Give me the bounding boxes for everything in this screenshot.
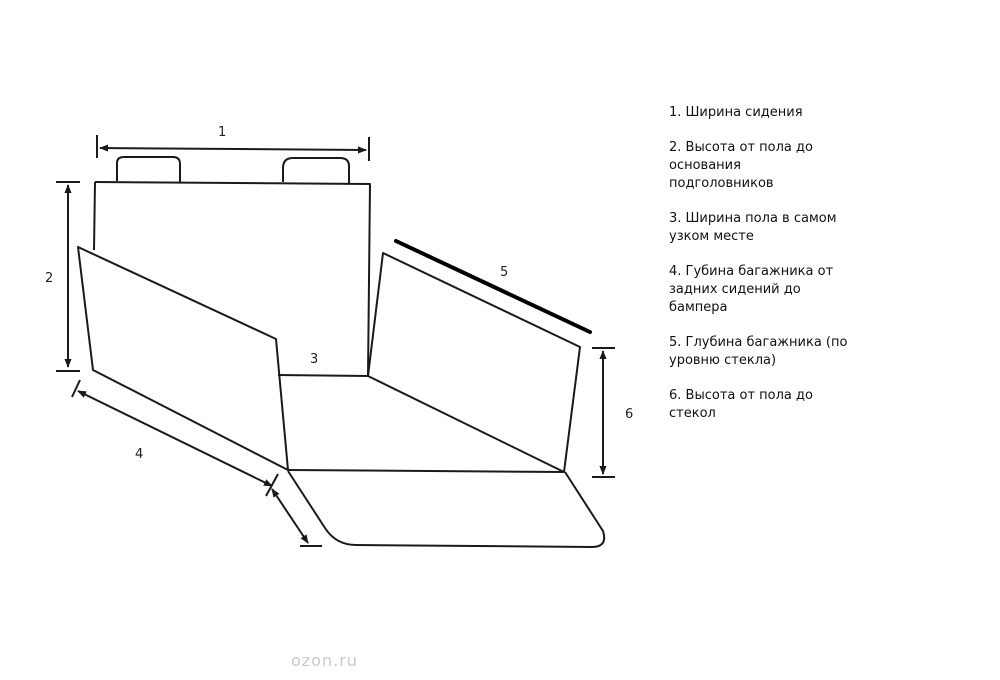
seat-back-left-edge xyxy=(93,181,96,251)
legend: 1. Ширина сидения 2. Высота от пола до о… xyxy=(669,104,849,440)
dimension-1-arrow xyxy=(99,144,367,154)
dimension-label-6: 6 xyxy=(625,407,633,422)
dimension-6 xyxy=(592,347,615,478)
legend-item-3: 3. Ширина пола в самом узком месте xyxy=(669,211,837,244)
floor-front-edge xyxy=(287,469,565,473)
dimension-label-4: 4 xyxy=(135,447,143,462)
legend-item-1: 1. Ширина сидения xyxy=(669,105,803,120)
watermark: ozon.ru xyxy=(291,651,358,670)
dimension-4-tick-end xyxy=(265,473,279,497)
dimension-5-line xyxy=(394,239,592,334)
headrest-right-strap xyxy=(282,157,350,184)
dimension-4-tick-start xyxy=(71,379,81,398)
legend-item-2: 2. Высота от пола до основания подголовн… xyxy=(669,140,813,191)
dimension-1 xyxy=(96,135,370,161)
seat-back-panel xyxy=(94,181,371,377)
dimension-4 xyxy=(71,379,322,547)
right-side-flap xyxy=(367,252,581,473)
dimension-label-2: 2 xyxy=(45,271,53,286)
bumper-flap xyxy=(287,470,606,548)
legend-item-4: 4. Губина багажника от задних сидений до… xyxy=(669,264,834,315)
legend-item-5: 5. Глубина багажника (по уровню стекла) xyxy=(669,335,848,368)
dimension-4-arrow xyxy=(77,390,273,487)
headrest-left-strap xyxy=(116,156,181,183)
floor-back-edge xyxy=(277,374,369,377)
cover-outline xyxy=(77,156,606,548)
dimension-2 xyxy=(56,181,80,372)
dimension-label-3: 3 xyxy=(310,352,318,367)
left-side-flap xyxy=(77,246,289,471)
dimension-label-1: 1 xyxy=(218,125,226,140)
legend-item-6: 6. Высота от пола до стекол xyxy=(669,388,813,421)
dimension-4-bumper-arrow xyxy=(271,488,309,544)
dimension-label-5: 5 xyxy=(500,265,508,280)
